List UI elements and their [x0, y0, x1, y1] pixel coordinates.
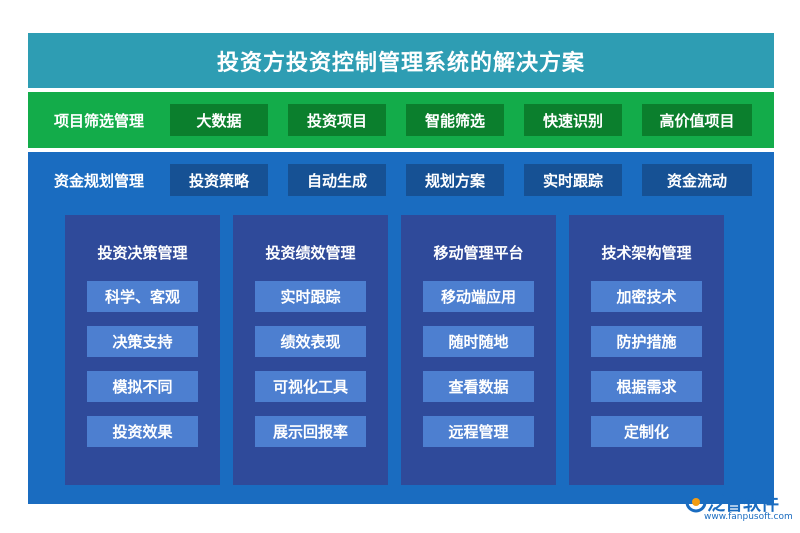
module-item: 决策支持: [87, 326, 198, 357]
module-item: 移动端应用: [423, 281, 534, 312]
module-title: 投资绩效管理: [265, 244, 356, 262]
module-title: 技术架构管理: [601, 244, 692, 262]
row1-item: 投资项目: [288, 104, 386, 136]
module-item: 实时跟踪: [255, 281, 366, 312]
logo-name: 泛普软件: [707, 494, 779, 515]
module-item: 随时随地: [423, 326, 534, 357]
row-label: 资金规划管理: [53, 171, 144, 190]
module-item: 科学、客观: [87, 281, 198, 312]
module-item: 根据需求: [591, 371, 702, 402]
row-label: 项目筛选管理: [53, 111, 144, 130]
row2-item: 实时跟踪: [524, 164, 622, 196]
module-column: 投资决策管理 科学、客观 决策支持 模拟不同 投资效果: [65, 215, 220, 485]
module-title: 移动管理平台: [433, 244, 524, 262]
fund-planning-row: 资金规划管理 投资策略 自动生成 规划方案 实时跟踪 资金流动: [28, 152, 774, 208]
module-item: 防护措施: [591, 326, 702, 357]
row2-item: 投资策略: [170, 164, 268, 196]
module-item: 加密技术: [591, 281, 702, 312]
row2-item: 规划方案: [406, 164, 504, 196]
module-item: 远程管理: [423, 416, 534, 447]
row1-item: 大数据: [170, 104, 268, 136]
logo-url: www.fanpusoft.com: [704, 512, 793, 522]
module-column: 移动管理平台 移动端应用 随时随地 查看数据 远程管理: [401, 215, 556, 485]
row2-item: 资金流动: [642, 164, 752, 196]
module-title: 投资决策管理: [97, 244, 188, 262]
module-item: 模拟不同: [87, 371, 198, 402]
row1-item: 智能筛选: [406, 104, 504, 136]
project-screening-row: 项目筛选管理 大数据 投资项目 智能筛选 快速识别 高价值项目: [28, 92, 774, 148]
module-item: 查看数据: [423, 371, 534, 402]
fanpu-logo-icon: [685, 491, 707, 513]
module-item: 投资效果: [87, 416, 198, 447]
row2-item: 自动生成: [288, 164, 386, 196]
row1-item: 快速识别: [524, 104, 622, 136]
module-item: 绩效表现: [255, 326, 366, 357]
module-column: 投资绩效管理 实时跟踪 绩效表现 可视化工具 展示回报率: [233, 215, 388, 485]
modules-panel: 投资决策管理 科学、客观 决策支持 模拟不同 投资效果 投资绩效管理 实时跟踪 …: [28, 208, 774, 504]
module-item: 定制化: [591, 416, 702, 447]
module-column: 技术架构管理 加密技术 防护措施 根据需求 定制化: [569, 215, 724, 485]
diagram-title: 投资方投资控制管理系统的解决方案: [28, 33, 774, 88]
module-item: 展示回报率: [255, 416, 366, 447]
module-item: 可视化工具: [255, 371, 366, 402]
row1-item: 高价值项目: [642, 104, 752, 136]
